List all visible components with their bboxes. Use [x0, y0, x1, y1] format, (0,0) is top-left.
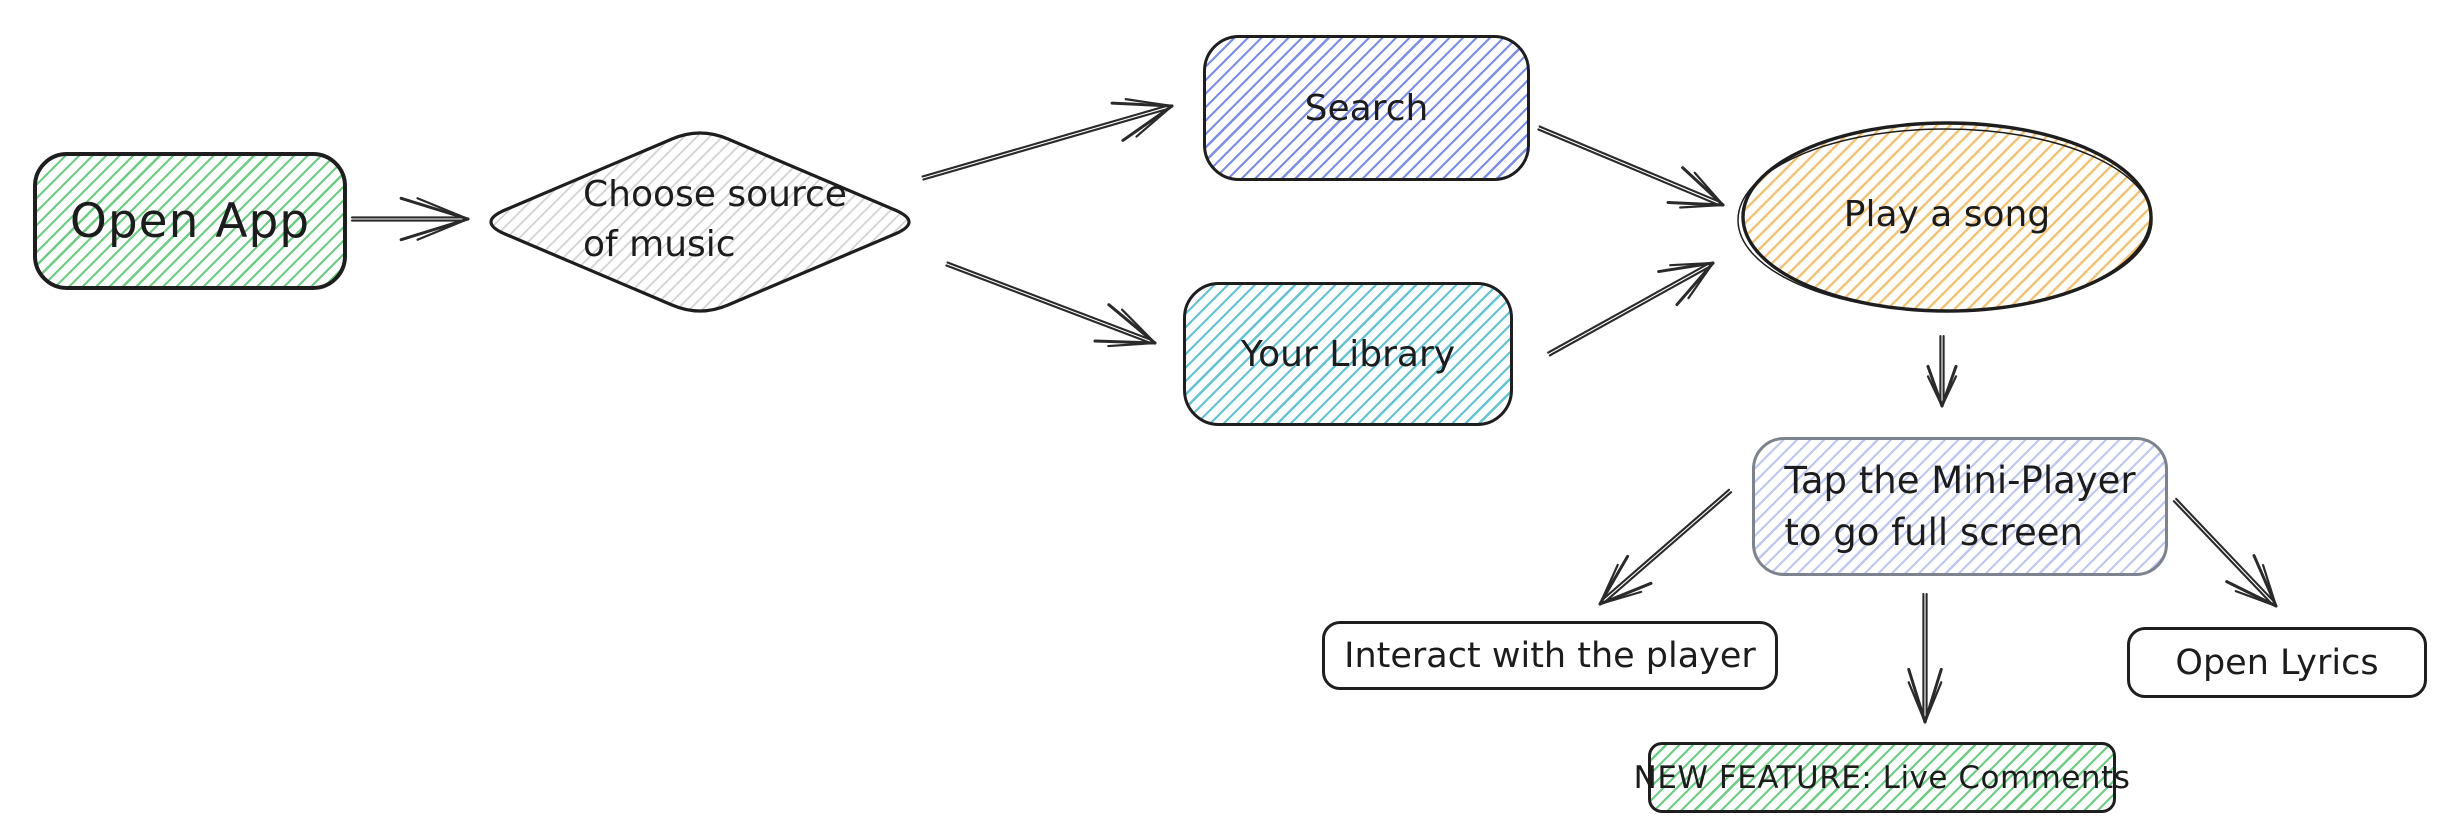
node-mini-player-label: Tap the Mini-Player to go full screen — [1784, 455, 2135, 557]
node-search: Search — [1203, 35, 1530, 181]
node-open-lyrics-label: Open Lyrics — [2175, 642, 2379, 683]
node-new-feature-label: NEW FEATURE: Live Comments — [1633, 759, 2131, 796]
mini-player-label-line2: to go full screen — [1784, 510, 2083, 554]
arrow-choose-source-to-search — [921, 98, 1174, 181]
choose-source-label-line2: of music — [583, 223, 736, 265]
choose-source-label-line1: Choose source — [583, 174, 847, 215]
node-open-app-label: Open App — [69, 193, 311, 249]
node-interact-player: Interact with the player — [1322, 621, 1778, 690]
arrow-mini-player-to-interact — [1598, 488, 1733, 606]
arrow-open-app-to-choose-source — [350, 196, 470, 242]
play-a-song-ellipse-echo — [1737, 128, 2153, 312]
node-your-library: Your Library — [1183, 282, 1513, 426]
node-your-library-label: Your Library — [1240, 333, 1456, 375]
mini-player-label-line1: Tap the Mini-Player — [1784, 459, 2136, 503]
node-open-lyrics: Open Lyrics — [2127, 627, 2427, 698]
arrow-search-to-play-a-song — [1537, 125, 1725, 209]
node-mini-player: Tap the Mini-Player to go full screen — [1752, 437, 2168, 576]
node-open-app: Open App — [33, 152, 347, 290]
node-interact-player-label: Interact with the player — [1344, 635, 1756, 676]
node-new-feature: NEW FEATURE: Live Comments — [1634, 742, 2130, 813]
arrow-your-library-to-play-a-song — [1547, 261, 1715, 357]
node-play-a-song: Play a song — [1743, 124, 2151, 304]
node-search-label: Search — [1304, 87, 1429, 129]
node-play-a-song-label: Play a song — [1843, 193, 2051, 235]
arrow-mini-player-to-open-lyrics — [2172, 497, 2278, 608]
arrow-play-a-song-to-mini-player — [1926, 334, 1958, 408]
node-choose-source-label: Choose source of music — [583, 170, 847, 269]
arrow-choose-source-to-your-library — [945, 261, 1157, 348]
choose-source-diamond-shape — [489, 131, 911, 313]
arrow-mini-player-to-new-feature — [1907, 592, 1943, 724]
